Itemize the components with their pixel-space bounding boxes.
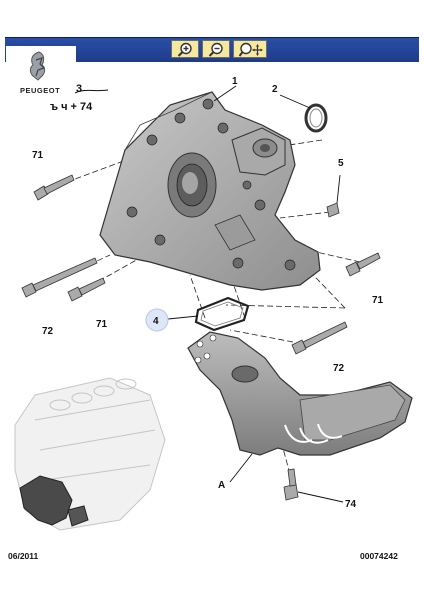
- peugeot-lion-logo: [29, 51, 46, 81]
- engine-location-inset: [14, 377, 166, 531]
- handwritten-correction-top: 3: [76, 83, 83, 95]
- callout-4[interactable]: 4: [153, 316, 159, 327]
- gasket: [194, 296, 250, 332]
- callout-1: 1: [232, 76, 238, 87]
- callout-74: 74: [345, 499, 357, 510]
- brand-name: PEUGEOT: [20, 86, 61, 95]
- callout-5: 5: [338, 158, 344, 169]
- bolts: [21, 174, 381, 501]
- callout-A: A: [218, 480, 225, 491]
- callout-72-left: 72: [42, 326, 54, 337]
- highlight-circle: [145, 308, 169, 332]
- handwritten-correction-bottom: ъ ч + 74: [50, 101, 93, 113]
- oil-strainer: [187, 331, 413, 456]
- logo-area: [6, 46, 76, 106]
- callout-71-top: 71: [32, 150, 44, 161]
- dowel-pin: [326, 202, 340, 218]
- publication-date: 06/2011: [8, 551, 39, 561]
- callout-71-left: 71: [96, 319, 108, 330]
- callout-2: 2: [272, 84, 278, 95]
- zoom-move-button[interactable]: [233, 40, 267, 58]
- diagram-reference: 00074242: [360, 551, 398, 561]
- callout-72-right: 72: [333, 363, 345, 374]
- zoom-out-button[interactable]: [202, 40, 230, 58]
- seal-ring: [304, 103, 328, 133]
- zoom-out-icon: [208, 42, 223, 57]
- zoom-in-button[interactable]: [171, 40, 199, 58]
- callout-71-right: 71: [372, 295, 384, 306]
- leader-lines: [167, 85, 344, 503]
- zoom-move-icon: [239, 42, 263, 57]
- zoom-in-icon: [177, 42, 192, 57]
- oil-pump-body: [99, 91, 321, 291]
